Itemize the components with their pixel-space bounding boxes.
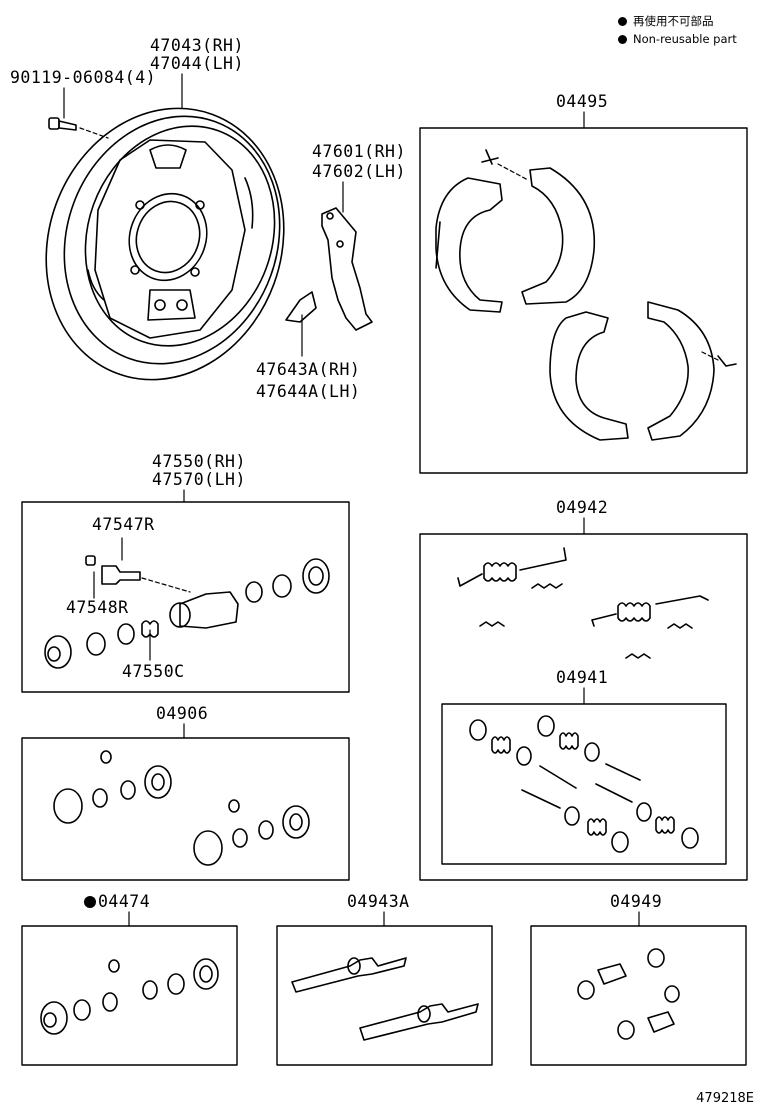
label-lever-small-lh[interactable]: 47644A(LH) [256,382,361,401]
label-boot-kit[interactable]: 04949 [610,892,663,911]
label-cyl-kit-a[interactable]: 04906 [156,704,209,723]
label-hold-kit[interactable]: 04941 [556,668,609,687]
diagram-code: 479218E [696,1091,754,1106]
label-wheel-cyl-rh[interactable]: 47550(RH) [152,452,246,471]
label-bolt[interactable]: 90119-06084(4) [10,68,157,87]
legend-en: Non-reusable part [633,32,737,46]
brake-shoes-drawing [435,149,737,441]
label-lever-small-rh[interactable]: 47643A(RH) [256,360,361,379]
shoe-kit-box [419,127,748,474]
label-cyl-kit-b[interactable]: 04474 [84,892,150,911]
adjuster-kit-box [276,925,493,1066]
hold-kit-drawing [469,715,699,853]
label-cyl-kit-c[interactable]: 47550C [122,662,185,681]
parking-lever-drawing [285,181,373,357]
cyl-kit-a-drawing [53,750,310,866]
spring-kit-box [419,533,748,881]
label-adjuster-kit[interactable]: 04943A [347,892,410,911]
label-cyl-kit-b-text: 04474 [98,892,151,911]
label-wheel-cyl-lh[interactable]: 47570(LH) [152,470,246,489]
non-reusable-dot-icon [618,34,627,44]
wheel-cylinder-drawing [44,537,330,669]
label-plate-rh[interactable]: 47043(RH) [150,36,244,55]
boots-drawing [577,948,680,1040]
legend: 再使用不可部品 Non-reusable part [618,12,737,48]
label-plate-lh[interactable]: 47044(LH) [150,54,244,73]
cyl-kit-a-box [21,737,350,881]
label-lever-lh[interactable]: 47602(LH) [312,162,406,181]
springs-drawing [457,547,709,659]
non-reusable-dot-icon [84,896,96,908]
backing-plate-drawing [45,73,285,381]
boot-kit-box [530,925,747,1066]
label-lever-rh[interactable]: 47601(RH) [312,142,406,161]
adjuster-drawing [291,957,479,1041]
cyl-kit-b-box [21,925,238,1066]
hold-kit-box [441,703,727,865]
label-spring-kit[interactable]: 04942 [556,498,609,517]
wheel-cylinder-box [21,501,350,693]
bolt-drawing [48,87,109,139]
legend-jp: 再使用不可部品 [633,14,714,28]
cyl-kit-b-drawing [40,958,219,1035]
non-reusable-dot-icon [618,16,627,26]
label-shoe-kit[interactable]: 04495 [556,92,609,111]
label-bleeder-cap[interactable]: 47548R [66,598,129,617]
label-bleeder[interactable]: 47547R [92,515,155,534]
